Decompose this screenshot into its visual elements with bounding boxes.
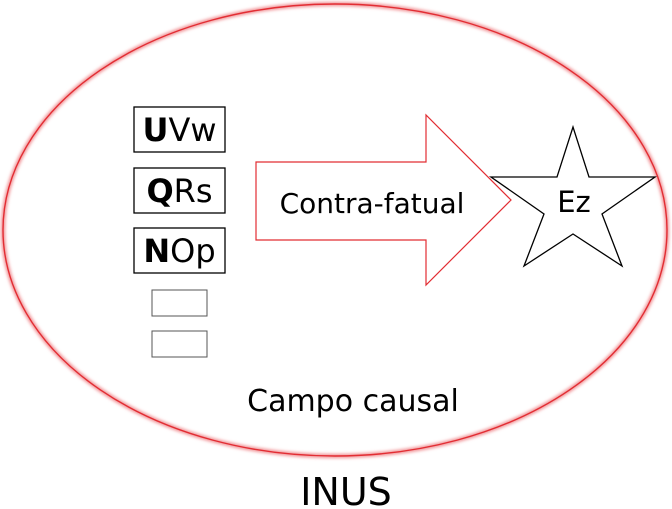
causal-field-ellipse — [1, 2, 669, 458]
factor-box-2: QRs — [133, 167, 226, 214]
factor-rest: Rs — [174, 172, 213, 210]
causal-field-label: Campo causal — [247, 384, 459, 419]
factor-box-1: UVw — [133, 106, 226, 153]
factor-rest: Vw — [168, 111, 216, 149]
arrow-label: Contra-fatual — [280, 187, 465, 220]
empty-factor-slot — [151, 330, 208, 358]
svg-text:QRs: QRs — [146, 172, 212, 210]
effect-label: Ez — [557, 185, 591, 219]
effect-star: Ez — [488, 124, 658, 268]
svg-text:NOp: NOp — [143, 232, 215, 270]
factor-initial: N — [143, 232, 170, 270]
empty-factor-slot — [151, 289, 208, 317]
factor-rest: Op — [170, 232, 216, 270]
factor-box-3: NOp — [133, 227, 226, 274]
factor-initial: Q — [146, 172, 173, 210]
svg-text:UVw: UVw — [142, 111, 216, 149]
counterfactual-arrow: Contra-fatual — [255, 113, 512, 287]
factor-initial: U — [142, 111, 168, 149]
caption: INUS — [300, 470, 392, 509]
